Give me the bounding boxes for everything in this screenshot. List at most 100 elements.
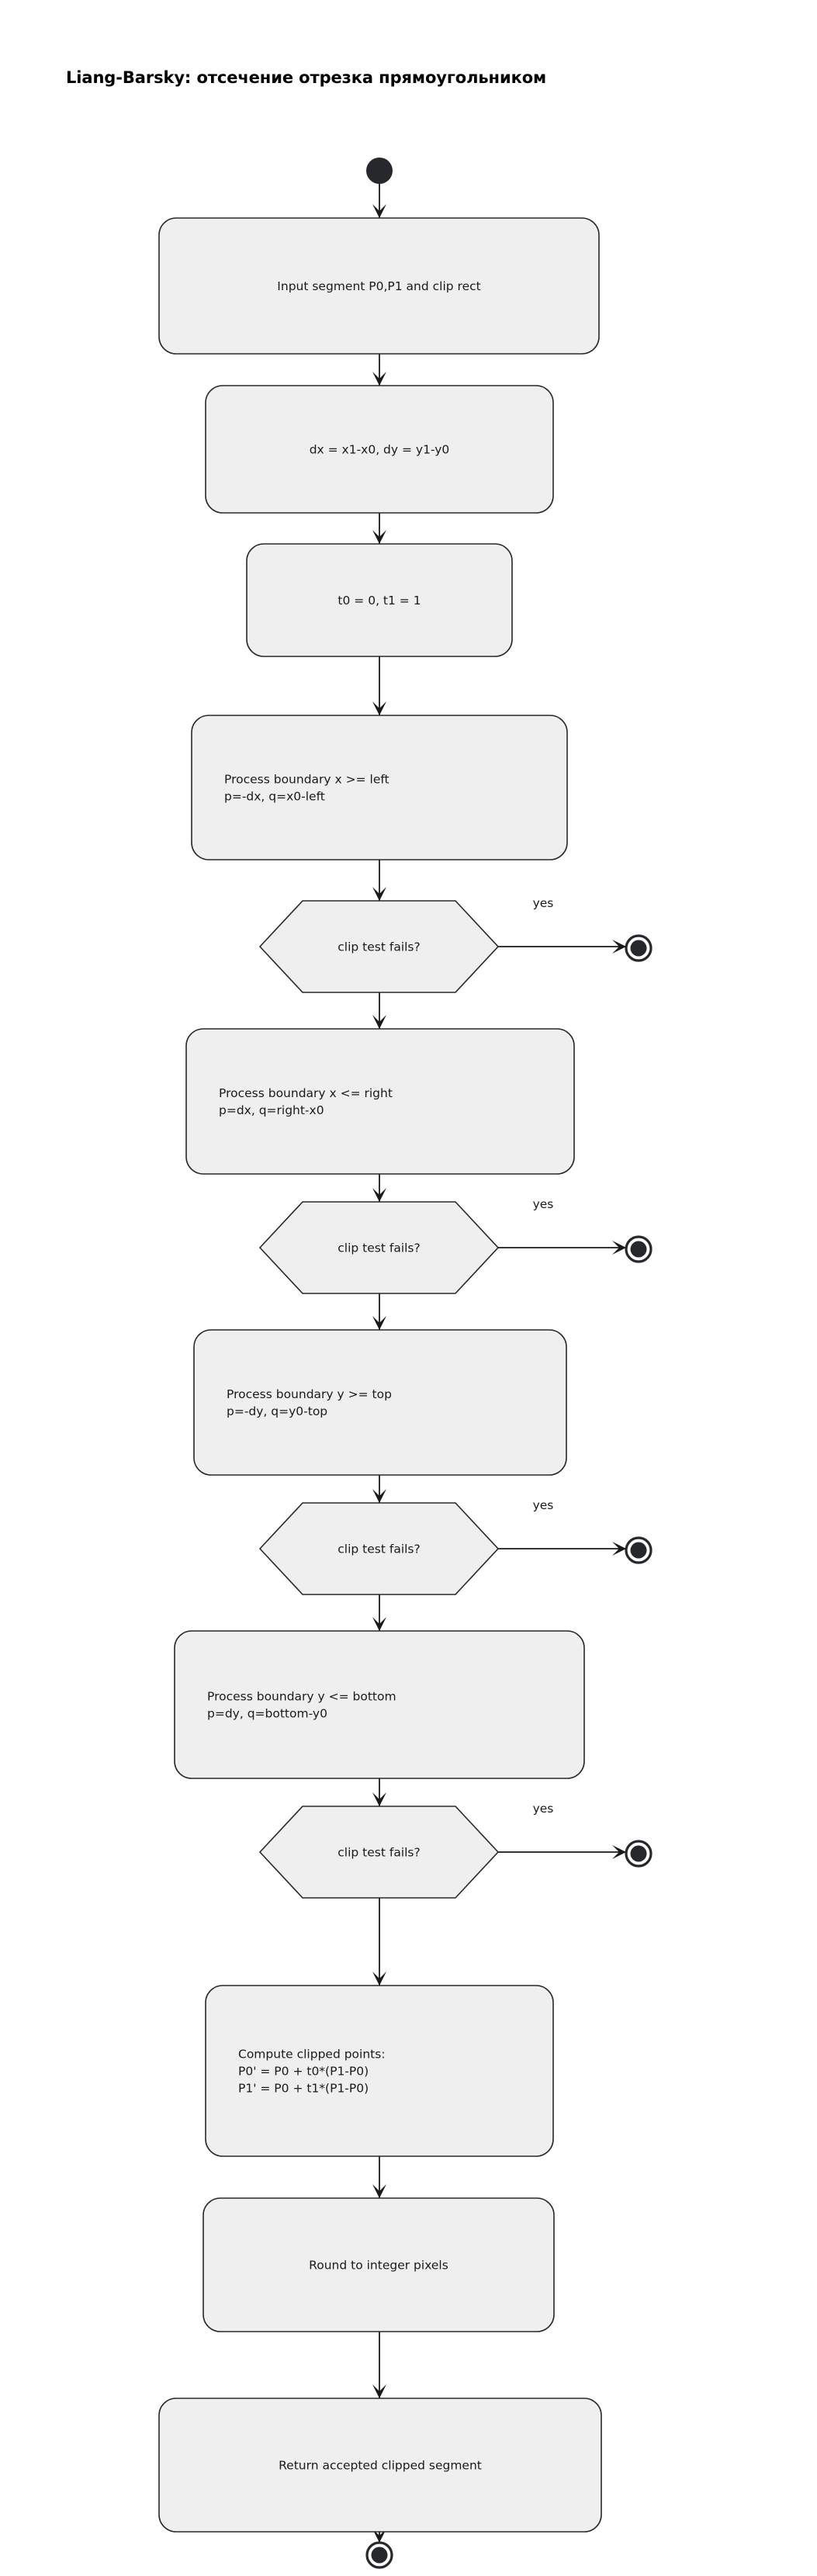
node-n5[interactable]: Process boundary x <= right p=dx, q=right… xyxy=(185,1028,575,1175)
arrowhead-icon xyxy=(372,1188,386,1202)
node-n8[interactable]: Compute clipped points: P0' = P0 + t0*(P1… xyxy=(205,1985,554,2157)
decision-shape[interactable] xyxy=(258,900,500,993)
process-label-line: Process boundary x <= right xyxy=(219,1086,393,1100)
node-d1[interactable]: clip test fails? xyxy=(258,900,500,993)
edge-n9-n10 xyxy=(372,2332,386,2398)
process-shape[interactable] xyxy=(205,385,554,514)
edge-label-yes: yes xyxy=(533,896,554,910)
edge-d2-n6 xyxy=(372,1293,386,1330)
process-label-line: t0 = 0, t1 = 1 xyxy=(338,594,421,608)
arrowhead-icon xyxy=(372,1617,386,1631)
node-n1[interactable]: Input segment P0,P1 and clip rect xyxy=(158,217,600,355)
arrowhead-icon xyxy=(612,940,626,954)
arrowhead-icon xyxy=(612,1542,626,1556)
process-label-line: P1' = P0 + t1*(P1-P0) xyxy=(238,2082,369,2096)
edge-d4-e4: yes xyxy=(498,1802,626,1859)
edges-layer: yes yes yes yes xyxy=(372,184,626,2543)
end-node-dot[interactable] xyxy=(630,1845,647,1862)
arrowhead-icon xyxy=(372,2384,386,2398)
edge-d1-e1: yes xyxy=(498,896,626,954)
process-shape[interactable] xyxy=(191,715,568,860)
node-d2[interactable]: clip test fails? xyxy=(258,1201,500,1294)
node-e3[interactable] xyxy=(625,1536,653,1564)
process-shape[interactable] xyxy=(193,1329,567,1476)
process-label-line: Return accepted clipped segment xyxy=(279,2459,482,2473)
edge-d3-e3: yes xyxy=(498,1498,626,1556)
arrowhead-icon xyxy=(612,1241,626,1255)
edge-d1-n5 xyxy=(372,992,386,1029)
arrowhead-icon xyxy=(372,1972,386,1986)
node-n3[interactable]: t0 = 0, t1 = 1 xyxy=(246,543,513,657)
arrowhead-icon xyxy=(372,1316,386,1330)
process-label-line: Round to integer pixels xyxy=(309,2259,448,2273)
process-shape[interactable] xyxy=(174,1630,585,1779)
node-e1[interactable] xyxy=(625,934,653,962)
process-shape[interactable] xyxy=(185,1028,575,1175)
node-e4[interactable] xyxy=(625,1840,653,1868)
decision-label: clip test fails? xyxy=(338,1542,420,1556)
decision-shape[interactable] xyxy=(258,1201,500,1294)
edge-n1-n2 xyxy=(372,354,386,386)
process-label-line: P0' = P0 + t0*(P1-P0) xyxy=(238,2065,369,2079)
arrowhead-icon xyxy=(372,701,386,715)
end-node-dot[interactable] xyxy=(630,940,647,957)
process-shape[interactable] xyxy=(158,217,600,355)
node-d3[interactable]: clip test fails? xyxy=(258,1502,500,1595)
page-title: Liang-Barsky: отсечение отрезка прямоуго… xyxy=(66,68,547,87)
process-label-line: p=-dy, q=y0-top xyxy=(227,1404,327,1418)
process-shape[interactable] xyxy=(205,1985,554,2157)
end-node-dot[interactable] xyxy=(630,1241,647,1258)
process-label-line: p=dx, q=right-x0 xyxy=(219,1103,324,1117)
decision-label: clip test fails? xyxy=(338,1241,420,1255)
process-label-line: p=dy, q=bottom-y0 xyxy=(207,1707,327,1721)
edge-d3-n7 xyxy=(372,1594,386,1631)
arrowhead-icon xyxy=(372,372,386,386)
arrowhead-icon xyxy=(372,204,386,218)
edge-n3-n4 xyxy=(372,656,386,715)
arrowhead-icon xyxy=(372,1015,386,1029)
process-shape[interactable] xyxy=(246,543,513,657)
process-label-line: Compute clipped points: xyxy=(238,2048,386,2062)
process-label-line: Input segment P0,P1 and clip rect xyxy=(277,279,480,293)
arrowhead-icon xyxy=(372,530,386,544)
end-node-dot[interactable] xyxy=(371,2547,388,2564)
edge-label-yes: yes xyxy=(533,1498,554,1512)
node-d4[interactable]: clip test fails? xyxy=(258,1806,500,1899)
edge-n4-d1 xyxy=(372,860,386,901)
node-n7[interactable]: Process boundary y <= bottom p=dy, q=bott… xyxy=(174,1630,585,1779)
edge-label-yes: yes xyxy=(533,1197,554,1211)
end-node-dot[interactable] xyxy=(630,1542,647,1559)
node-n9[interactable]: Round to integer pixels xyxy=(203,2197,555,2332)
process-label-line: Process boundary y <= bottom xyxy=(207,1690,396,1704)
edge-d2-e2: yes xyxy=(498,1197,626,1255)
arrowhead-icon xyxy=(372,1792,386,1806)
process-shape[interactable] xyxy=(158,2398,602,2533)
node-n2[interactable]: dx = x1-x0, dy = y1-y0 xyxy=(205,385,554,514)
edge-d4-n8 xyxy=(372,1898,386,1986)
node-start[interactable] xyxy=(366,158,393,184)
node-end[interactable] xyxy=(365,2541,393,2569)
process-shape[interactable] xyxy=(203,2197,555,2332)
decision-shape[interactable] xyxy=(258,1806,500,1899)
arrowhead-icon xyxy=(372,1489,386,1503)
node-n10[interactable]: Return accepted clipped segment xyxy=(158,2398,602,2533)
edge-n7-d4 xyxy=(372,1778,386,1806)
arrowhead-icon xyxy=(612,1845,626,1859)
decision-label: clip test fails? xyxy=(338,940,420,954)
process-label-line: Process boundary y >= top xyxy=(227,1387,392,1401)
nodes-layer: Input segment P0,P1 and clip rect dx = x1… xyxy=(158,158,653,2569)
edge-n8-n9 xyxy=(372,2156,386,2198)
node-e2[interactable] xyxy=(625,1235,653,1263)
edge-start-n1 xyxy=(372,184,386,218)
node-n6[interactable]: Process boundary y >= top p=-dy, q=y0-top xyxy=(193,1329,567,1476)
edge-label-yes: yes xyxy=(533,1802,554,1816)
process-label-line: Process boundary x >= left xyxy=(224,773,389,787)
decision-shape[interactable] xyxy=(258,1502,500,1595)
decision-label: clip test fails? xyxy=(338,1846,420,1860)
start-node-circle[interactable] xyxy=(366,158,393,184)
arrowhead-icon xyxy=(372,2184,386,2198)
edge-n2-n3 xyxy=(372,513,386,544)
